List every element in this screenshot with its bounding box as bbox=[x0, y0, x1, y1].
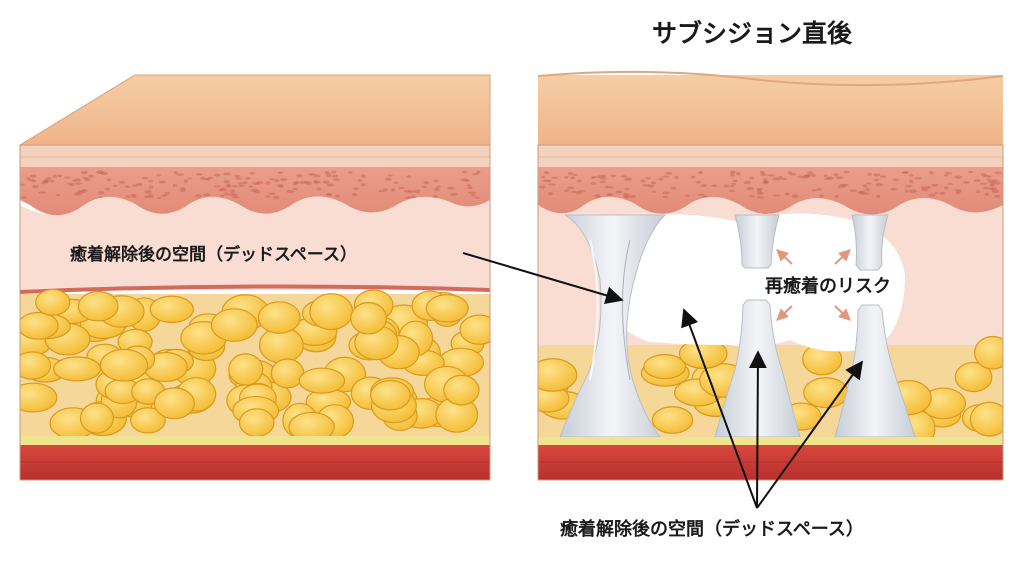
right-epidermis bbox=[538, 145, 1003, 167]
dead-space-cavity bbox=[598, 213, 905, 352]
right-dermis-texture bbox=[538, 170, 1002, 199]
left-subcutis bbox=[20, 196, 490, 290]
left-panel bbox=[18, 74, 491, 481]
bottom-dead-space-label: 癒着解除後の空間（デッドスペース） bbox=[560, 519, 864, 540]
left-fascia bbox=[20, 436, 490, 445]
left-dead-space-label: 癒着解除後の空間（デッドスペース） bbox=[70, 245, 357, 265]
right-panel bbox=[537, 70, 1004, 481]
left-fat-cells bbox=[20, 288, 490, 443]
septum-middle-upper bbox=[734, 214, 780, 269]
left-epidermis bbox=[20, 145, 490, 167]
left-skin-surface bbox=[18, 74, 491, 146]
readhesion-arrows bbox=[776, 249, 851, 321]
readhesion-risk-label: 再癒着のリスク bbox=[765, 276, 891, 297]
left-dermis-texture bbox=[20, 170, 481, 200]
septum-right-upper bbox=[851, 214, 889, 271]
callout-arrows bbox=[462, 252, 864, 509]
right-fascia bbox=[538, 437, 1003, 445]
diagram-title: サブシジョン直後 bbox=[652, 19, 853, 48]
right-skin-surface bbox=[538, 75, 1003, 145]
right-dermis bbox=[538, 167, 1003, 215]
